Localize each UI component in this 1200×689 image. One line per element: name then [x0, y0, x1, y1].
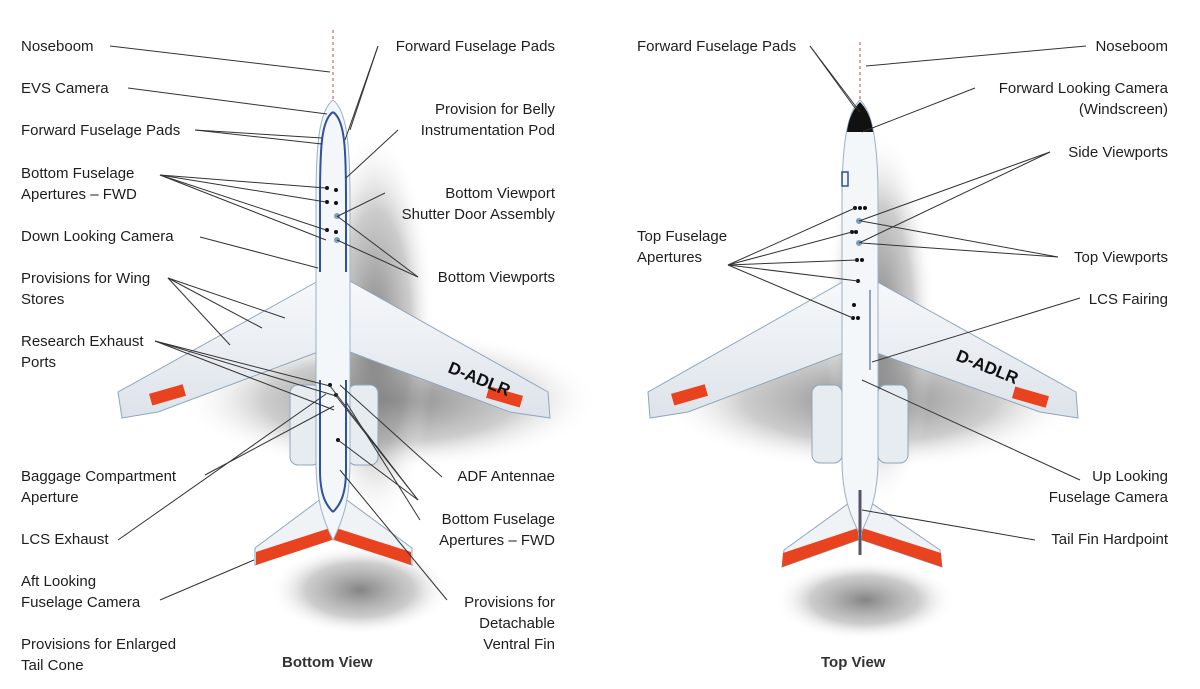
top-side-viewport-marker — [841, 171, 849, 187]
label-bottom-viewports: Bottom Viewports — [437, 269, 555, 286]
bottom-left-wing-red-panel — [149, 384, 186, 406]
leader-line-16 — [204, 405, 335, 476]
label-bottom-baggage-compartment-aperture: Baggage Compartment Aperture — [21, 468, 177, 506]
bottom-shadow-tail — [270, 545, 450, 635]
label-bottom-detachable-ventral-fin: Provisions for Detachable Ventral Fin — [464, 594, 555, 653]
leader-line-40 — [858, 151, 1051, 244]
leader-line-5 — [159, 174, 327, 203]
leader-line-35 — [727, 264, 859, 282]
leader-line-15 — [117, 393, 327, 541]
leader-line-0 — [109, 45, 331, 73]
leader-line-37 — [865, 45, 1087, 67]
caption-bottom-view: Bottom View — [282, 654, 373, 671]
leader-lines — [109, 45, 1087, 601]
leader-line-17 — [159, 559, 255, 601]
label-bottom-adf-antennae: ADF Antennae — [457, 468, 555, 485]
label-top-side-viewports: Side Viewports — [1068, 144, 1168, 161]
bottom-apertures — [325, 186, 340, 442]
leader-line-33 — [727, 231, 853, 266]
bottom-forward-pad-outline — [319, 111, 347, 272]
label-top-fuselage-apertures: Top Fuselage Apertures — [637, 228, 728, 266]
leader-line-7 — [159, 174, 327, 241]
leader-line-13 — [154, 340, 337, 397]
leader-line-12 — [154, 340, 331, 387]
leader-line-2 — [194, 129, 323, 139]
top-windscreen — [847, 102, 873, 132]
label-top-up-looking-fuselage-camera: Up Looking Fuselage Camera — [1048, 468, 1168, 506]
bottom-fuselage — [315, 99, 351, 542]
leader-line-22 — [336, 215, 419, 278]
label-bottom-fuselage-apertures-fwd-left: Bottom Fuselage Apertures – FWD — [21, 165, 137, 203]
leader-line-4 — [159, 174, 327, 189]
bottom-right-wing-red-panel — [486, 386, 523, 408]
leader-line-38 — [861, 87, 976, 133]
leader-line-11 — [167, 277, 286, 319]
label-bottom-noseboom: Noseboom — [21, 38, 94, 55]
label-top-viewports: Top Viewports — [1074, 249, 1168, 266]
leader-line-44 — [861, 379, 1081, 481]
label-bottom-provisions-enlarged-tail-cone: Provisions for Enlarged Tail Cone — [21, 636, 177, 674]
bottom-view-aircraft: D-ADLR — [117, 30, 600, 635]
label-bottom-lcs-exhaust: LCS Exhaust — [21, 531, 109, 548]
label-bottom-forward-fuselage-pads-right: Forward Fuselage Pads — [395, 38, 555, 55]
leader-line-39 — [858, 151, 1051, 222]
leader-line-8 — [199, 236, 319, 269]
caption-top-view: Top View — [821, 654, 886, 671]
top-right-wing-red-panel — [1012, 386, 1049, 408]
leader-line-42 — [860, 242, 1059, 258]
leader-line-29 — [339, 469, 448, 601]
leader-line-24 — [339, 384, 443, 478]
leader-line-10 — [167, 277, 263, 329]
label-bottom-research-exhaust-ports: Research Exhaust Ports — [21, 333, 144, 371]
label-top-forward-fuselage-pads: Forward Fuselage Pads — [637, 38, 797, 55]
leader-line-21 — [337, 192, 386, 217]
label-bottom-provisions-wing-stores: Provisions for Wing Stores — [21, 270, 151, 308]
label-bottom-fuselage-apertures-fwd-right: Bottom Fuselage Apertures – FWD — [439, 511, 555, 549]
leader-line-43 — [871, 297, 1081, 363]
leader-line-32 — [727, 207, 856, 266]
bottom-left-stabilizer-red — [256, 528, 332, 565]
top-left-wing-red-panel — [671, 384, 708, 406]
leader-line-19 — [344, 45, 379, 141]
leader-line-34 — [727, 259, 858, 266]
label-top-lcs-fairing: LCS Fairing — [1088, 291, 1168, 308]
leader-line-41 — [860, 220, 1059, 258]
leader-line-27 — [337, 439, 419, 501]
label-bottom-provision-belly-pod: Provision for Belly Instrumentation Pod — [420, 101, 555, 139]
top-right-stabilizer-red — [862, 528, 942, 567]
leader-line-1 — [127, 87, 328, 115]
leader-line-3 — [194, 129, 323, 145]
bottom-aft-pad-outline — [319, 380, 347, 513]
label-bottom-evs-camera: EVS Camera — [21, 80, 109, 97]
leader-line-14 — [154, 340, 335, 411]
top-left-engine — [811, 384, 843, 464]
leader-line-26 — [335, 395, 419, 501]
label-top-forward-looking-camera: Forward Looking Camera (Windscreen) — [998, 80, 1168, 118]
leader-line-28 — [345, 401, 421, 521]
leader-line-45 — [861, 509, 1036, 541]
leader-line-6 — [159, 174, 327, 231]
label-bottom-forward-fuselage-pads-left: Forward Fuselage Pads — [21, 122, 181, 139]
leader-line-9 — [167, 277, 231, 346]
leader-line-36 — [727, 264, 854, 319]
leader-line-23 — [336, 239, 419, 278]
top-right-engine — [877, 384, 909, 464]
label-bottom-aft-looking-fuselage-camera: Aft Looking Fuselage Camera — [21, 573, 141, 611]
label-bottom-viewport-shutter-door: Bottom Viewport Shutter Door Assembly — [401, 185, 555, 223]
label-top-tail-fin-hardpoint: Tail Fin Hardpoint — [1051, 531, 1168, 548]
top-view-aircraft: D-ADLR — [647, 42, 1080, 640]
label-bottom-down-looking-camera: Down Looking Camera — [21, 228, 174, 245]
leader-line-20 — [345, 129, 399, 179]
top-left-stabilizer-red — [782, 528, 858, 567]
label-top-noseboom: Noseboom — [1095, 38, 1168, 55]
bottom-right-engine — [347, 384, 379, 466]
bottom-right-stabilizer-red — [334, 528, 411, 565]
leader-line-31 — [809, 45, 861, 113]
top-shadow-tail — [775, 560, 955, 640]
top-fuselage — [841, 99, 879, 537]
